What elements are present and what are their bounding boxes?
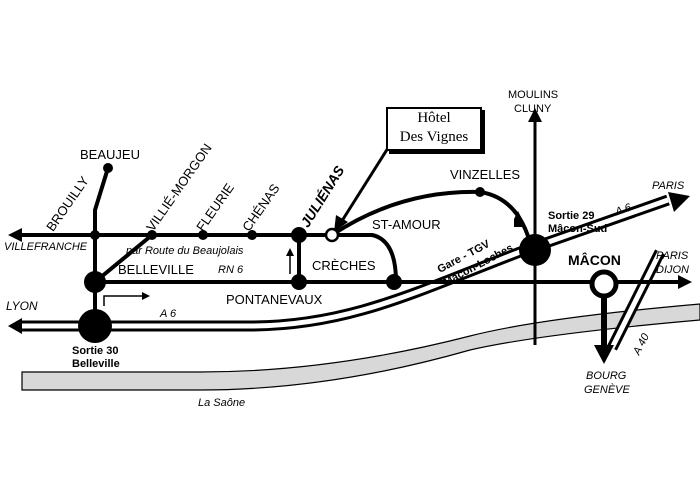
tgv-station-marker (514, 219, 522, 227)
julienas-node (291, 227, 307, 243)
chenas-dot (247, 230, 257, 240)
vinzelles-dot (475, 187, 485, 197)
sortie-29-macon-sud-label: Mâcon-Sud (548, 223, 608, 235)
sortie-30-label: Sortie 30 (72, 345, 119, 357)
macon-marker (589, 269, 619, 299)
paris-rn6-label: PARIS (656, 250, 689, 262)
saone-river-label: La Saône (198, 397, 246, 409)
bourg-arrow (594, 345, 614, 364)
road-st-amour (332, 233, 398, 283)
sortie-29-interchange (519, 234, 551, 266)
bourg-label: BOURG (586, 370, 627, 382)
st-amour-junction (386, 274, 402, 290)
road-beaujeu-north (93, 167, 110, 235)
creches-label: CRÈCHES (312, 258, 376, 273)
lyon-label: LYON (6, 299, 38, 313)
beaujeu-label: BEAUJEU (80, 147, 140, 162)
hotel-name-line1: Hôtel (417, 110, 451, 126)
a6-west-label: A 6 (160, 308, 177, 320)
rn6-label: RN 6 (218, 264, 244, 276)
villie-morgon-dot (147, 230, 157, 240)
villefranche-arrow (8, 228, 22, 242)
macon-label: MÂCON (568, 252, 621, 268)
saone-river (21, 303, 700, 391)
hotel-des-vignes-box: Hôtel Des Vignes (386, 107, 482, 151)
cluny-label: CLUNY (514, 103, 552, 115)
belleville-label: BELLEVILLE (118, 262, 194, 277)
sortie-30-interchange (78, 309, 112, 343)
dijon-label: DIJON (656, 264, 689, 276)
a6-lyon-arrow (8, 318, 22, 334)
hotel-name-line2: Des Vignes (399, 129, 469, 145)
route-beaujolais-label: par Route du Beaujolais (126, 245, 244, 257)
beaujeu-dot (103, 163, 113, 173)
a6-paris-arrow (668, 192, 690, 212)
villefranche-label: VILLEFRANCHE (4, 241, 88, 253)
sortie-29-label: Sortie 29 (548, 210, 595, 222)
creches-node (291, 274, 307, 290)
moulins-label: MOULINS (508, 89, 559, 101)
paris-a6-label: PARIS (652, 180, 685, 192)
sortie-30-belleville-label: Belleville (72, 358, 120, 370)
pontanevaux-label: PONTANEVAUX (226, 292, 323, 307)
hotel-location-marker (324, 227, 340, 243)
vinzelles-label: VINZELLES (450, 167, 521, 182)
belleville-node (84, 271, 106, 293)
cluny-arrow (528, 108, 542, 122)
hotel-pointer (338, 147, 390, 225)
hotel-pointer-head (334, 215, 348, 232)
rn6-dijon-arrow (678, 275, 692, 289)
road-villie-morgon (93, 233, 154, 284)
belleville-ramp-arrow (103, 292, 150, 306)
geneve-label: GENÈVE (584, 384, 630, 396)
brouilly-junction (90, 230, 100, 240)
st-amour-label: ST-AMOUR (372, 217, 441, 232)
fleurie-dot (198, 230, 208, 240)
